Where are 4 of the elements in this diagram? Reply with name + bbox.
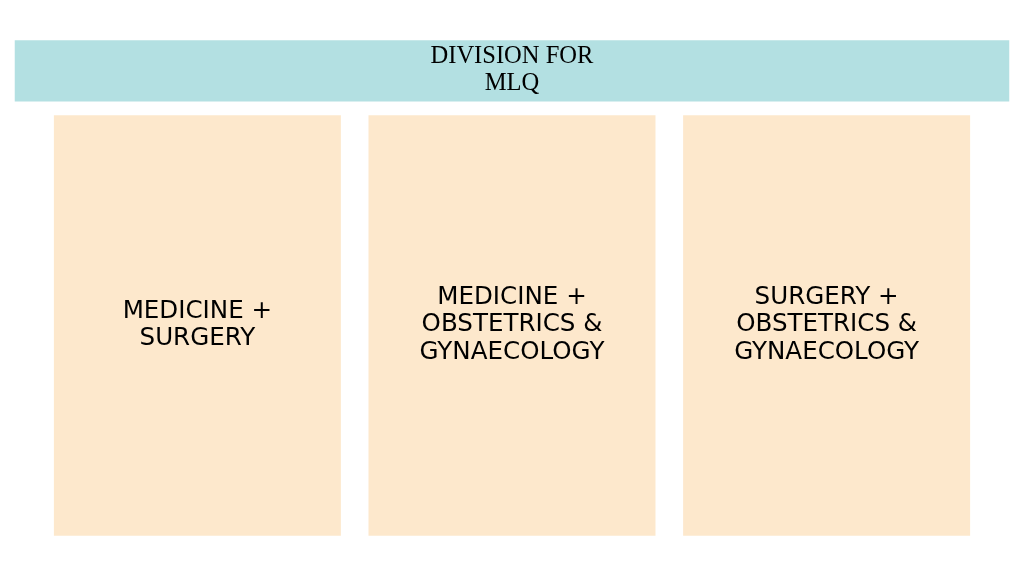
- node-box: MEDICINE + OBSTETRICS & GYNAECOLOGY: [368, 115, 656, 536]
- node-box: DIVISION FOR MLQ: [14, 40, 1010, 102]
- node-box: MEDICINE + SURGERY: [53, 115, 341, 536]
- node-box: SURGERY + OBSTETRICS & GYNAECOLOGY: [683, 115, 971, 536]
